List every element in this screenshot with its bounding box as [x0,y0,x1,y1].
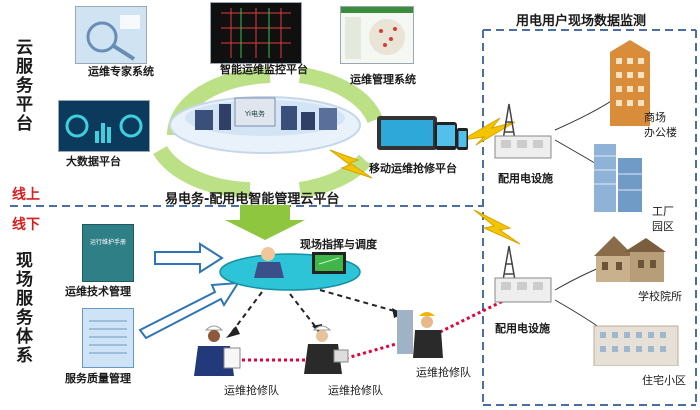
grid-wires [554,94,621,336]
expert-label: 运维专家系统 [88,65,154,78]
platform-title: 易电务-配用电智能管理云平台 [165,192,340,207]
tech-manual-icon: 运行维护手册 [82,224,134,282]
mgmt-thumb [340,6,414,64]
service-mgmt-label: 服务质量管理 [65,372,131,385]
device-bottom [494,246,552,303]
factory-label: 工厂 园区 [652,205,674,233]
bigdata-label: 大数据平台 [66,155,121,168]
offline-label: 线下 [12,217,40,233]
device-label-top: 配用电设施 [498,172,553,185]
office-building-icon [610,40,650,126]
online-label: 线上 [12,187,40,203]
expert-thumb [75,6,147,64]
residential-building-icon [593,325,679,366]
right-title: 用电用户现场数据监测 [516,14,647,29]
repair-worker-2 [304,325,349,374]
device-label-bottom: 配用电设施 [495,322,550,335]
repair-worker-1 [194,325,241,376]
team-label-3: 运维抢修队 [416,366,471,379]
arrow-tech [154,242,224,274]
residential-label: 住宅小区 [642,374,686,387]
arrow-service [138,281,240,340]
office-label: 商场 办公楼 [644,111,677,139]
school-building-icon [594,236,666,282]
field-lines [242,298,506,362]
bolts [329,117,521,245]
monitor-label: 智能运维监控平台 [220,63,308,76]
down-arrow [225,205,305,240]
tech-manual-title: 运行维护手册 [89,239,126,246]
command-operator [254,247,346,278]
team-label-2: 运维抢修队 [328,384,383,397]
mobile-thumb [375,112,470,152]
mgmt-label: 运维管理系统 [350,73,416,86]
side-onsite: 现场服务体系 [12,251,32,365]
service-doc-icon [82,308,134,368]
screen-text: Yi电务 [244,109,265,118]
dispatch-arrows [231,289,399,333]
device-top [494,103,552,159]
factory-building-icon [594,144,642,212]
platform-devices: Yi电务 [195,97,337,130]
command-label: 现场指挥与调度 [300,238,377,251]
repair-worker-3 [397,310,443,358]
team-label-1: 运维抢修队 [224,384,279,397]
bigdata-thumb [58,100,150,152]
side-cloud: 云服务平台 [12,37,32,133]
mobile-label: 移动运维抢修平台 [369,162,457,175]
monitor-thumb [210,2,302,64]
tech-mgmt-label: 运维技术管理 [65,285,131,298]
school-label: 学校院所 [638,290,682,303]
